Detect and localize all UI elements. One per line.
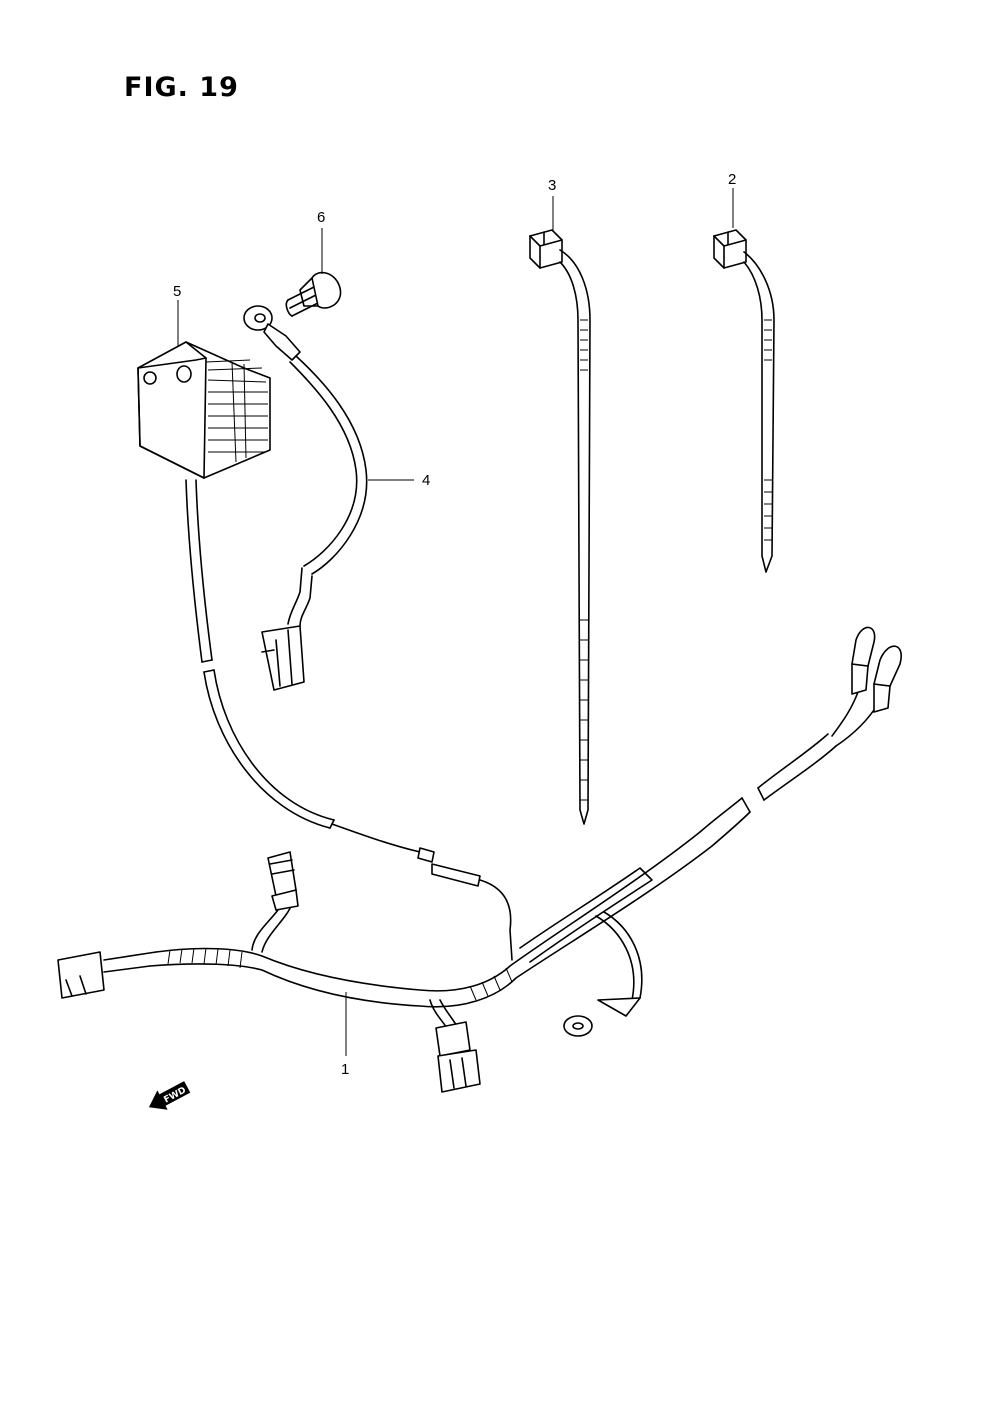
svg-text:2: 2 — [728, 171, 736, 188]
callout-1: 1 — [341, 992, 349, 1078]
wiring-harness-part[interactable] — [57, 626, 902, 1093]
svg-text:3: 3 — [548, 177, 556, 194]
callout-2: 2 — [728, 171, 736, 228]
svg-text:6: 6 — [317, 209, 325, 226]
figure-title: FIG. 19 — [124, 72, 239, 103]
svg-text:4: 4 — [422, 472, 430, 489]
callout-3: 3 — [548, 177, 556, 230]
svg-text:1: 1 — [341, 1061, 349, 1078]
callout-6: 6 — [317, 209, 325, 274]
bolt-part[interactable] — [285, 271, 342, 317]
ground-lead-part[interactable] — [243, 305, 368, 691]
regulator-part[interactable] — [137, 341, 435, 863]
arrow-left-icon: FWD — [148, 1081, 191, 1110]
callout-4: 4 — [368, 472, 430, 489]
cable-tie-long-part[interactable] — [529, 229, 591, 825]
cable-tie-short-part[interactable] — [713, 229, 775, 573]
callout-5: 5 — [173, 283, 181, 346]
svg-text:5: 5 — [173, 283, 181, 300]
